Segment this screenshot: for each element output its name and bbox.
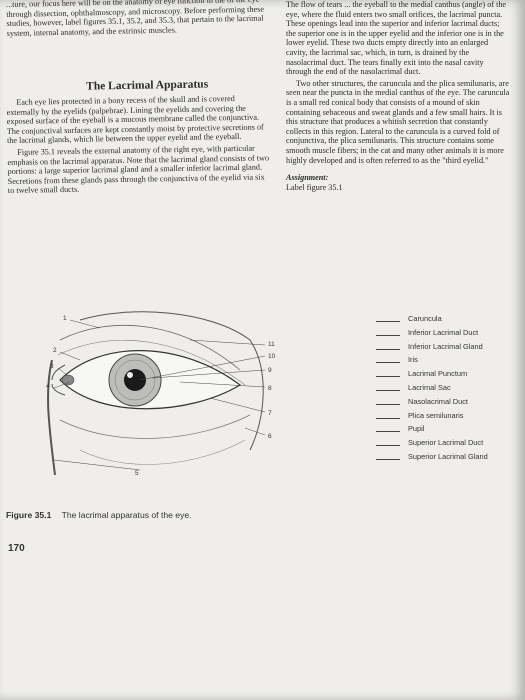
answer-label: Caruncula: [408, 314, 442, 323]
answer-blank[interactable]: [376, 458, 400, 460]
answer-row: Lacrimal Punctum: [376, 367, 525, 381]
answer-blank[interactable]: [376, 389, 400, 391]
answer-blank[interactable]: [376, 321, 400, 322]
caption-number: Figure 35.1: [6, 510, 52, 520]
answer-label: Inferior Lacrimal Duct: [408, 327, 479, 337]
figure-number-7: 7: [268, 410, 272, 417]
answer-label: Nasolacrimal Duct: [408, 396, 468, 406]
answer-label: Superior Lacrimal Gland: [408, 451, 488, 461]
answer-row: Lacrimal Sac: [376, 381, 525, 395]
answer-blank[interactable]: [376, 362, 400, 364]
answer-label: Inferior Lacrimal Gland: [408, 341, 483, 351]
answer-blank[interactable]: [376, 403, 400, 405]
answer-blank[interactable]: [376, 348, 400, 350]
answer-row: Inferior Lacrimal Gland: [376, 340, 525, 354]
figure-caption: Figure 35.1 The lacrimal apparatus of th…: [6, 510, 192, 520]
intro-paragraph: ...ture, our focus here will be on the a…: [6, 0, 265, 38]
pupil-shape: [124, 369, 146, 391]
left-column: The Lacrimal Apparatus Each eye lies pro…: [6, 77, 270, 197]
figure-number-1: 1: [63, 315, 67, 322]
figure-number-4: 4: [46, 383, 50, 390]
answer-label: Lacrimal Punctum: [408, 369, 468, 379]
answer-label: Superior Lacrimal Duct: [408, 438, 484, 448]
answer-blank[interactable]: [376, 417, 400, 419]
figure-number-3: 3: [50, 363, 54, 370]
page-number: 170: [8, 543, 25, 554]
figure-number-9: 9: [268, 367, 272, 374]
answer-label: Pupil: [408, 424, 425, 434]
caruncula-paragraph: Two other structures, the caruncula and …: [286, 78, 510, 165]
answer-row: Iris: [376, 353, 525, 367]
lacrimal-paragraph-2: Figure 35.1 reveals the external anatomy…: [7, 143, 270, 196]
lacrimal-paragraph-1: Each eye lies protected in a bony recess…: [6, 94, 264, 146]
section-title: The Lacrimal Apparatus: [85, 78, 209, 93]
answer-row: Plica semilunaris: [376, 409, 525, 423]
intro-text: ...ture, our focus here will be on the a…: [6, 0, 269, 40]
assignment-text: Label figure 35.1: [286, 182, 343, 192]
answer-label: Lacrimal Sac: [408, 382, 451, 392]
answer-row: Nasolacrimal Duct: [376, 395, 525, 409]
answer-blank[interactable]: [376, 376, 400, 378]
answer-blank[interactable]: [376, 431, 400, 433]
answer-blank[interactable]: [376, 445, 400, 447]
tear-flow-paragraph: The flow of tears ... the eyeball to the…: [286, 0, 507, 77]
right-column: The flow of tears ... the eyeball to the…: [286, 0, 511, 192]
answer-row: Superior Lacrimal Gland: [376, 450, 525, 464]
figure-number-8: 8: [268, 385, 272, 392]
assignment-title: Assignment:: [286, 173, 329, 183]
figure-number-10: 10: [268, 353, 276, 360]
answer-row: Superior Lacrimal Duct: [376, 436, 525, 450]
answer-row: Inferior Lacrimal Duct: [376, 326, 525, 340]
answer-label: Plica semilunaris: [408, 410, 464, 420]
answer-row: Caruncula: [376, 312, 525, 326]
figure-number-11: 11: [268, 341, 275, 348]
figure-number-2: 2: [53, 347, 57, 354]
answer-row: Pupil: [376, 422, 525, 436]
caption-text: The lacrimal apparatus of the eye.: [61, 510, 192, 520]
figure-number-5: 5: [135, 470, 139, 477]
answer-blank[interactable]: [376, 334, 400, 336]
figure-number-6: 6: [268, 433, 272, 440]
eye-illustration: 1 2 3 4 5 6 7 8 9 10 11: [46, 311, 276, 477]
answer-label: Iris: [408, 355, 418, 365]
